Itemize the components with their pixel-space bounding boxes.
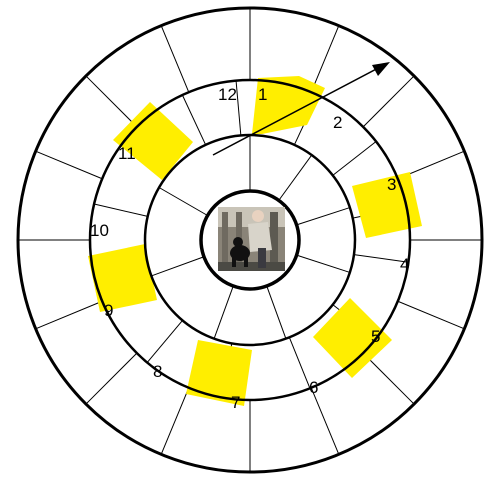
number-label-2: 2 bbox=[333, 113, 342, 132]
number-label-5: 5 bbox=[371, 327, 380, 346]
number-label-11: 11 bbox=[118, 144, 136, 163]
number-label-12: 12 bbox=[218, 85, 237, 104]
number-label-8: 8 bbox=[153, 362, 162, 381]
center-photo bbox=[218, 207, 285, 271]
number-label-4: 4 bbox=[400, 255, 409, 274]
number-label-1: 1 bbox=[258, 85, 267, 104]
number-label-9: 9 bbox=[104, 301, 113, 320]
number-label-10: 10 bbox=[90, 221, 109, 240]
number-label-6: 6 bbox=[309, 378, 318, 397]
number-label-3: 3 bbox=[387, 175, 396, 194]
number-label-7: 7 bbox=[231, 393, 240, 412]
